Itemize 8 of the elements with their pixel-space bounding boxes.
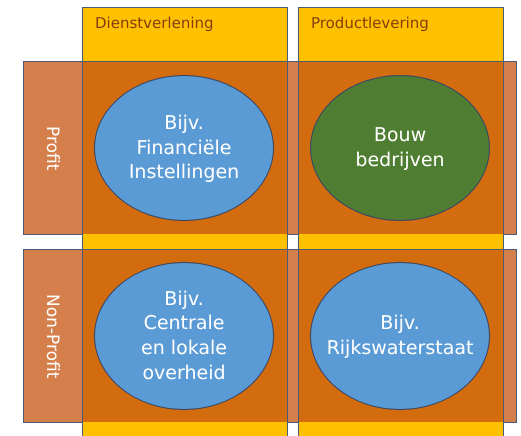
column-header	[82, 7, 288, 62]
column-heading: Productlevering	[311, 14, 429, 32]
column-heading: Dienstverlening	[95, 14, 214, 32]
row-heading: Profit	[42, 126, 62, 170]
column-header	[298, 7, 504, 62]
row-band	[23, 249, 517, 423]
row-band	[23, 61, 517, 235]
row-heading: Non-Profit	[42, 294, 62, 378]
